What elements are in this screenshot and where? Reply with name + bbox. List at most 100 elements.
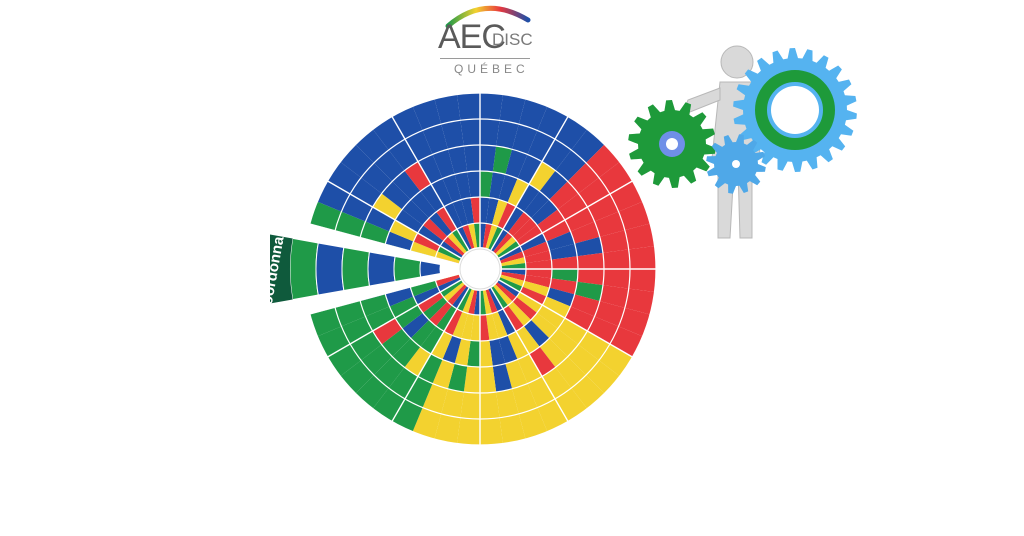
wheel-cell [460, 391, 480, 419]
wheel-cell [542, 139, 572, 171]
wheel-cell [317, 326, 351, 357]
wheel-spoke-line [391, 116, 470, 251]
wheel-cell [599, 230, 629, 253]
wheel-cell [432, 359, 455, 389]
wheel-cell [599, 161, 633, 194]
wheel-cell [551, 256, 578, 269]
wheel-inner-cell [473, 223, 480, 248]
green-gear-icon [628, 100, 716, 188]
wheel-cell [574, 281, 603, 302]
wheel-cell [499, 413, 526, 444]
logo-region-text: QUÉBEC [454, 62, 529, 76]
wheel-inner-cell [435, 251, 460, 264]
wheel-cell [327, 161, 361, 194]
wheel-cell [628, 246, 656, 269]
wheel-cell [512, 383, 538, 414]
wheel-cell [360, 294, 390, 317]
wheel-cell [546, 287, 575, 307]
wheel-cell [412, 407, 442, 440]
wheel-cell [497, 202, 516, 230]
wheel-cell [539, 338, 568, 368]
wheel-cell [503, 305, 524, 332]
wheel-inner-cell [493, 284, 513, 306]
wheel-cell [447, 363, 468, 392]
wheel-inner-cell [495, 282, 517, 302]
wheel-cell [516, 292, 543, 313]
wheel-cell [546, 231, 575, 251]
wheel-cell [564, 306, 595, 331]
wheel-cell [441, 388, 464, 418]
wheel-cell [420, 326, 444, 354]
wheel-cell [549, 328, 579, 357]
logo-sub-text: DISC [492, 30, 533, 49]
logo-main-text: AEC [438, 18, 506, 56]
small-blue-gear-icon [706, 134, 766, 194]
wheel-cell [523, 191, 550, 219]
wheel-cell [542, 220, 571, 242]
logo-divider [440, 58, 530, 59]
wheel-cell [372, 318, 403, 345]
wheel-cell [392, 338, 421, 368]
wheel-cell [341, 194, 373, 222]
wheel-cell [327, 344, 361, 377]
wheel-cell [557, 193, 588, 220]
wheel-cell [395, 305, 423, 329]
wheel-cell [457, 417, 480, 445]
wheel-cell [522, 241, 550, 258]
wheel-cell [350, 177, 382, 207]
wheel-inner-cell [462, 289, 475, 314]
wheel-cell [530, 312, 558, 339]
wheel-cell [609, 326, 643, 357]
wheel-cell [498, 335, 518, 364]
wheel-cell [480, 391, 500, 419]
wheel-cell [418, 154, 443, 185]
wheel-cell [491, 199, 508, 227]
wheel-cell [441, 120, 464, 150]
wheel-cell [594, 301, 625, 327]
wheel-inner-cell [473, 290, 480, 315]
wheel-cell [505, 149, 528, 179]
wheel-spoke-line [490, 116, 569, 251]
wheel-inner-cell [500, 274, 525, 287]
wheel-cell [537, 209, 565, 233]
wheel-cell [527, 130, 555, 162]
wheel-cell [517, 154, 542, 185]
wheel-inner-cell [493, 232, 513, 254]
wheel-cell [517, 353, 542, 384]
coordonnant-cell [341, 246, 371, 292]
wheel-cell [385, 231, 414, 251]
wheel-cell [599, 285, 629, 308]
wheel-inner-cell [482, 290, 492, 315]
wheel-cell [381, 328, 411, 357]
wheel-cell [577, 252, 604, 269]
wheel-cell [422, 297, 448, 320]
wheel-cell [578, 331, 610, 361]
wheel-cell [577, 269, 604, 286]
wheel-cell [519, 286, 547, 305]
wheel-cell [525, 269, 552, 279]
wheel-inner-cell [457, 288, 472, 312]
wheel-cell [402, 312, 430, 339]
wheel-cell [480, 171, 493, 198]
wheel-cell [527, 376, 555, 408]
wheel-cell [529, 161, 556, 192]
wheel-cell [422, 124, 448, 155]
wheel-inner-cell [501, 269, 526, 276]
wheel-cell [498, 174, 518, 203]
wheel-cell [523, 319, 550, 347]
wheel-cell [395, 209, 423, 233]
wheel-cell [516, 225, 543, 246]
wheel-cell [555, 149, 587, 182]
wheel-cell [413, 286, 441, 305]
wheel-inner-cell [440, 280, 463, 298]
wheel-cell [491, 311, 508, 339]
wheel-inner-cell [480, 223, 487, 248]
wheel-spoke-line [327, 180, 462, 259]
wheel-cell [549, 181, 579, 210]
wheel-cell [444, 308, 463, 336]
wheel-inner-cell [435, 274, 460, 287]
wheel-cell [434, 94, 461, 125]
wheel-cell [486, 313, 499, 341]
wheel-cell [516, 184, 540, 212]
wheel-cell [486, 197, 499, 225]
